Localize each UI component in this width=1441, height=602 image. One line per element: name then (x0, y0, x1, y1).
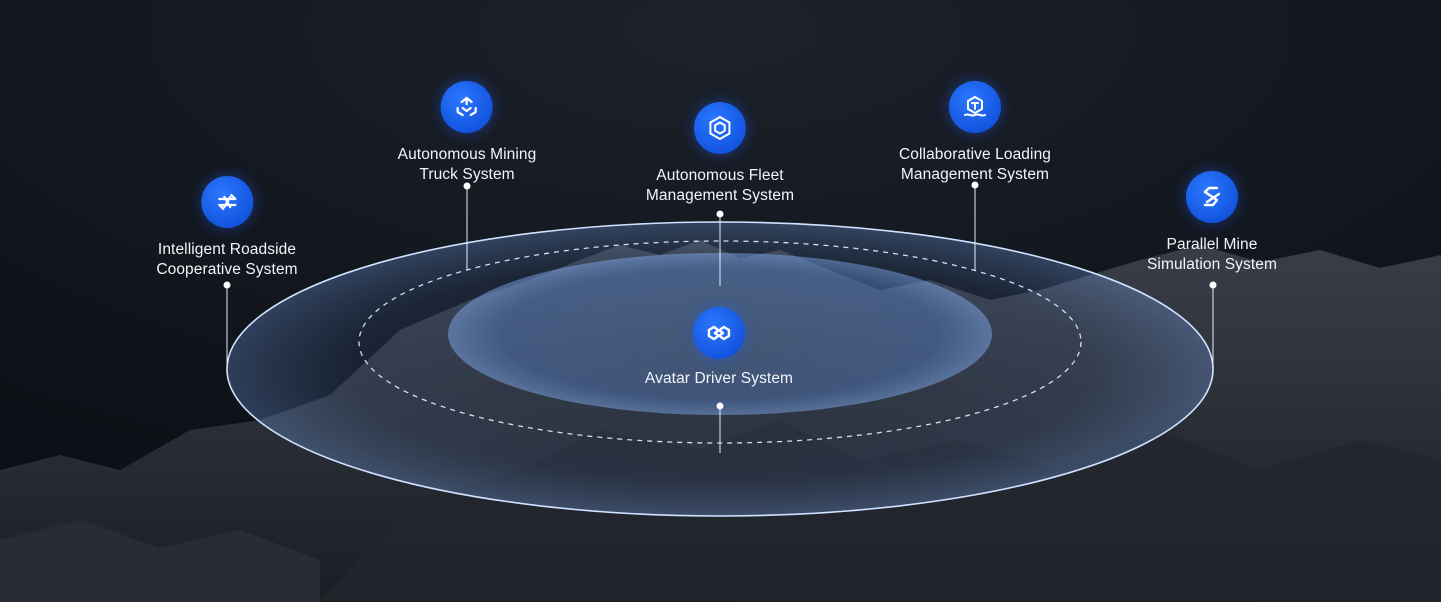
parallel-simulation-icon (1186, 171, 1238, 223)
avatar-driver-icon (692, 307, 745, 359)
collaborative-loading-icon (948, 81, 1001, 133)
system-node-avatar[interactable]: Avatar Driver System (645, 307, 793, 389)
system-label-mining-truck: Autonomous Mining Truck System (397, 146, 537, 183)
system-label-loading: Collaborative Loading Management System (898, 146, 1052, 183)
system-label-roadside: Intelligent Roadside Cooperative System (156, 241, 298, 278)
fleet-management-icon (694, 102, 746, 154)
system-node-fleet[interactable]: Autonomous Fleet Management System (646, 102, 794, 206)
system-node-simulation[interactable]: Parallel Mine Simulation System (1147, 171, 1277, 275)
system-node-roadside[interactable]: Intelligent Roadside Cooperative System (156, 176, 298, 280)
system-label-fleet: Autonomous Fleet Management System (645, 167, 795, 204)
system-label-simulation: Parallel Mine Simulation System (1146, 236, 1278, 273)
system-node-loading[interactable]: Collaborative Loading Management System (899, 81, 1051, 185)
roadside-cooperative-icon (201, 176, 253, 228)
system-label-avatar: Avatar Driver System (644, 370, 794, 387)
system-node-mining-truck[interactable]: Autonomous Mining Truck System (398, 81, 537, 185)
mining-truck-icon (440, 81, 493, 133)
